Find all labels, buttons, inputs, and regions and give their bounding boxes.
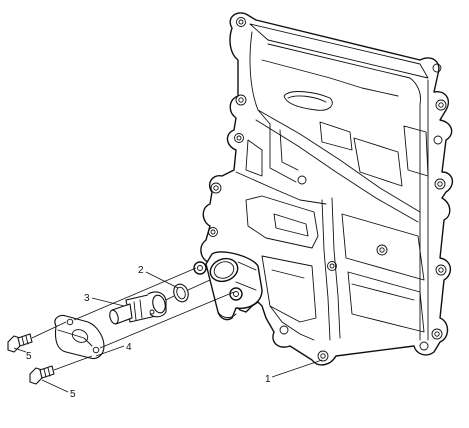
- bolt-lower: [29, 365, 55, 385]
- o-ring: [173, 283, 189, 303]
- housing-port: [193, 251, 263, 321]
- callout-3: 3: [84, 293, 90, 304]
- housing-cover: [200, 12, 453, 366]
- assembly-lines: [31, 267, 235, 371]
- callout-5-lower: 5: [70, 389, 76, 400]
- callout-1: 1: [265, 374, 271, 385]
- shaft: [109, 291, 167, 325]
- callout-5-upper: 5: [26, 351, 32, 362]
- callout-2: 2: [138, 265, 144, 276]
- callout-4: 4: [126, 342, 132, 353]
- flange-plate: [54, 314, 105, 360]
- leader-lines: [13, 271, 323, 393]
- bolt-upper: [7, 333, 33, 353]
